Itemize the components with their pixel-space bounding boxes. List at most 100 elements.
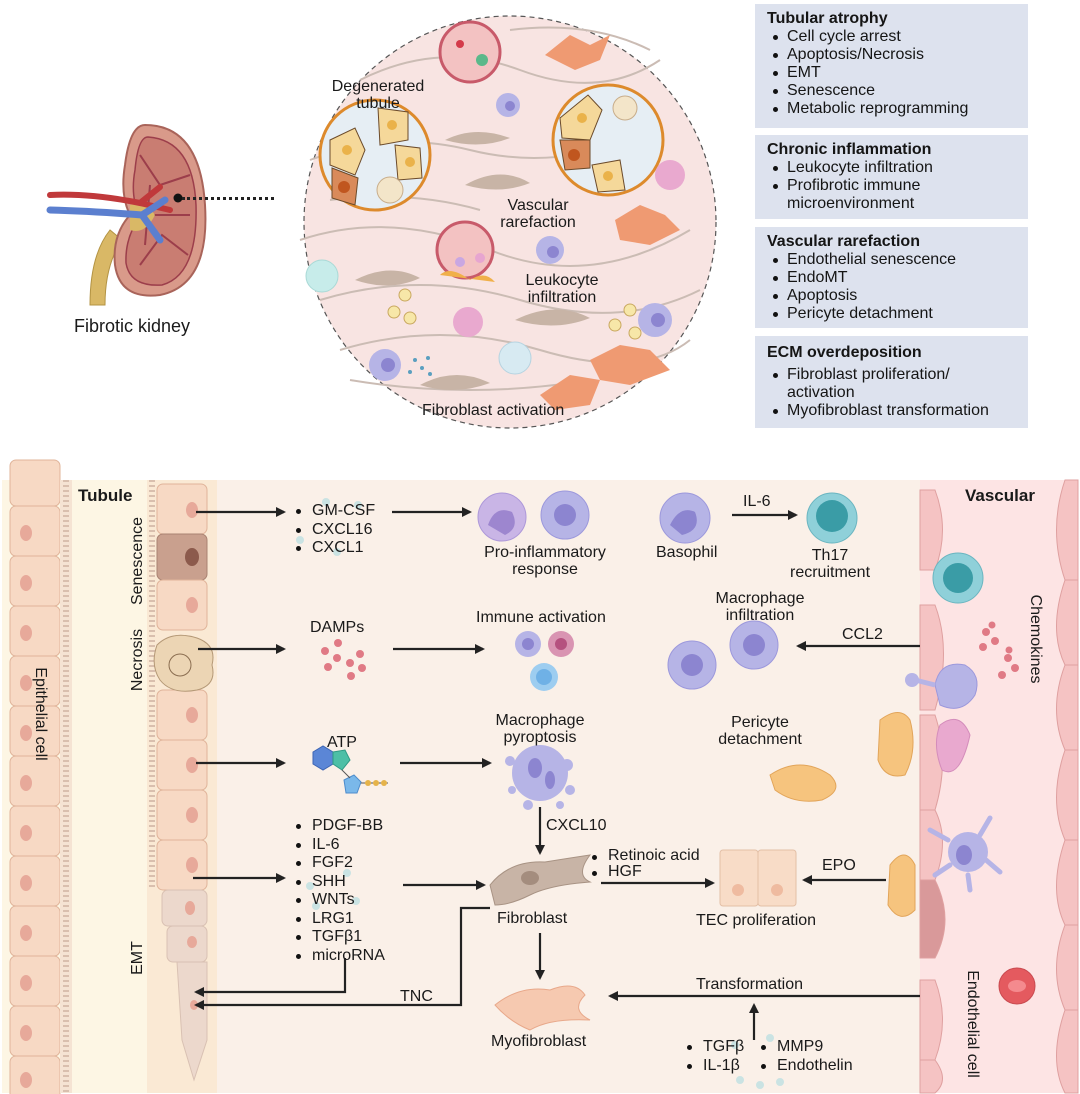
- factor-item: MMP9: [757, 1038, 853, 1057]
- pro-inflammatory-label: Pro-inflammatory response: [470, 544, 620, 578]
- box-item: EMT: [767, 64, 1016, 82]
- vascular-rarefaction-line2: rarefaction: [500, 214, 576, 231]
- box-tubular-atrophy: Tubular atrophy Cell cycle arrest Apopto…: [755, 4, 1028, 128]
- factor-item: SHH: [292, 873, 385, 892]
- cxcl10-label: CXCL10: [546, 817, 607, 834]
- pro-inflammatory-cells: [477, 490, 590, 542]
- endothelial-cells-right: [1056, 479, 1079, 1094]
- immune-activation-label: Immune activation: [476, 609, 606, 626]
- th17-cell: [806, 492, 858, 544]
- macrophage-pyroptosis-label: Macrophage pyroptosis: [480, 712, 600, 746]
- transformation-label: Transformation: [696, 976, 803, 993]
- vascular-structure: [905, 479, 1079, 1094]
- pro-inflammatory-line1: Pro-inflammatory: [484, 544, 606, 561]
- factor-item: CXCL1: [292, 539, 375, 558]
- tissue-magnification-circle: [299, 15, 717, 429]
- neutrophils: [453, 160, 685, 337]
- pericyte-detachment-line1: Pericyte: [731, 714, 789, 731]
- degenerated-tubule-line2: tubule: [356, 95, 400, 112]
- factor-item: PDGF-BB: [292, 817, 385, 836]
- vascular-rarefaction-line1: Vascular: [507, 197, 569, 214]
- box-item: Cell cycle arrest: [767, 28, 1016, 46]
- vascular-label: Vascular: [965, 486, 1035, 505]
- renal-vein: [46, 196, 169, 244]
- arrow-tnc-to-emt: [194, 906, 490, 1010]
- capillary-top: [438, 20, 502, 84]
- factor-item: Endothelin: [757, 1057, 853, 1076]
- atp-molecule: [312, 745, 388, 794]
- box-vascular-rarefaction: Vascular rarefaction Endothelial senesce…: [755, 227, 1028, 328]
- box-title: ECM overdeposition: [767, 344, 922, 361]
- box-item: Apoptosis: [767, 287, 1016, 305]
- factor-item: Retinoic acid: [588, 848, 700, 864]
- box-title: Chronic inflammation: [767, 141, 932, 158]
- platelets: [387, 288, 642, 340]
- leukocyte-infiltration-label: Leukocyte infiltration: [512, 272, 612, 306]
- fibroblast-cell: [489, 854, 592, 906]
- pericyte-detachment-line2: detachment: [718, 731, 802, 748]
- box-chronic-inflammation: Chronic inflammation Leukocyte infiltrat…: [755, 135, 1028, 219]
- factor-item: GM-CSF: [292, 502, 375, 521]
- macrophage-infiltration-line2: infiltration: [725, 607, 795, 624]
- basophil-cell: [659, 492, 711, 544]
- pyroptotic-macrophage: [505, 745, 575, 810]
- pro-inflammatory-line2: response: [512, 561, 578, 578]
- factor-item: IL-1β: [683, 1057, 744, 1076]
- fibroblast-factors-list: Retinoic acid HGF: [588, 848, 700, 880]
- cytokines: [408, 356, 432, 376]
- kidney-illustration: [46, 123, 207, 306]
- endo-factors-right-list: MMP9 Endothelin: [757, 1038, 853, 1075]
- tubule-label: Tubule: [78, 486, 133, 505]
- pericyte-cell: [769, 712, 916, 917]
- dendritic-cell: [927, 815, 1003, 893]
- senescence-factors-list: GM-CSF CXCL16 CXCL1: [292, 502, 375, 558]
- emt-factors-list: PDGF-BB IL-6 FGF2 SHH WNTs LRG1 TGFβ1 mi…: [292, 817, 385, 965]
- infiltrating-macrophages: [667, 620, 779, 690]
- kidney-label: Fibrotic kidney: [74, 316, 191, 336]
- degenerated-tubule-label: Degenerated tubule: [318, 78, 438, 112]
- capillary-middle: [435, 220, 495, 282]
- th17-line1: Th17: [811, 547, 849, 564]
- box-item: Senescence: [767, 82, 1016, 100]
- lymphocytes: [305, 259, 532, 375]
- il6-label: IL-6: [743, 493, 771, 510]
- factor-item: CXCL16: [292, 521, 375, 540]
- neutrophil: [936, 718, 971, 773]
- macrophage-pyroptosis-line2: pyroptosis: [503, 729, 577, 746]
- fibroblast-activation-label: Fibroblast activation: [422, 402, 565, 419]
- damps-label: DAMPs: [310, 619, 365, 636]
- factor-item: FGF2: [292, 854, 385, 873]
- factor-item: IL-6: [292, 836, 385, 855]
- zoom-point: [173, 193, 183, 203]
- factor-item: microRNA: [292, 947, 385, 966]
- box-item: Pericyte detachment: [767, 305, 1016, 323]
- leukocyte-infiltration-line1: Leukocyte: [525, 272, 599, 289]
- box-title: Tubular atrophy: [767, 10, 888, 27]
- box-item: EndoMT: [767, 269, 1016, 287]
- epo-label: EPO: [822, 857, 856, 874]
- box-ecm-overdeposition: ECM overdeposition Fibroblast proliferat…: [755, 336, 1028, 428]
- fibroblast-label: Fibroblast: [497, 910, 568, 927]
- box-item: Leukocyte infiltration: [767, 159, 1016, 177]
- endo-factors-left-list: TGFβ IL-1β: [683, 1038, 744, 1075]
- th17-line2: recruitment: [789, 564, 871, 581]
- leukocyte-infiltration-line2: infiltration: [527, 289, 597, 306]
- macrophage-infiltration-label: Macrophage infiltration: [700, 590, 820, 624]
- degenerated-tubule-line1: Degenerated: [331, 78, 425, 95]
- atp-label: ATP: [327, 734, 357, 751]
- epithelial-cells-left: [9, 459, 61, 1094]
- ccl2-label: CCL2: [842, 626, 883, 643]
- box-item: Endothelial senescence: [767, 251, 1016, 269]
- pericyte-detachment-label: Pericyte detachment: [710, 714, 810, 748]
- basophil-label: Basophil: [656, 544, 718, 561]
- th17-label: Th17 recruitment: [780, 547, 880, 581]
- fibroblasts: [355, 131, 590, 391]
- immune-activation-cells: [515, 631, 574, 691]
- tnc-label: TNC: [400, 988, 433, 1005]
- box-item: Apoptosis/Necrosis: [767, 46, 1016, 64]
- monocyte: [934, 663, 978, 709]
- factor-item: WNTs: [292, 891, 385, 910]
- degenerated-tubule-right: [551, 83, 665, 197]
